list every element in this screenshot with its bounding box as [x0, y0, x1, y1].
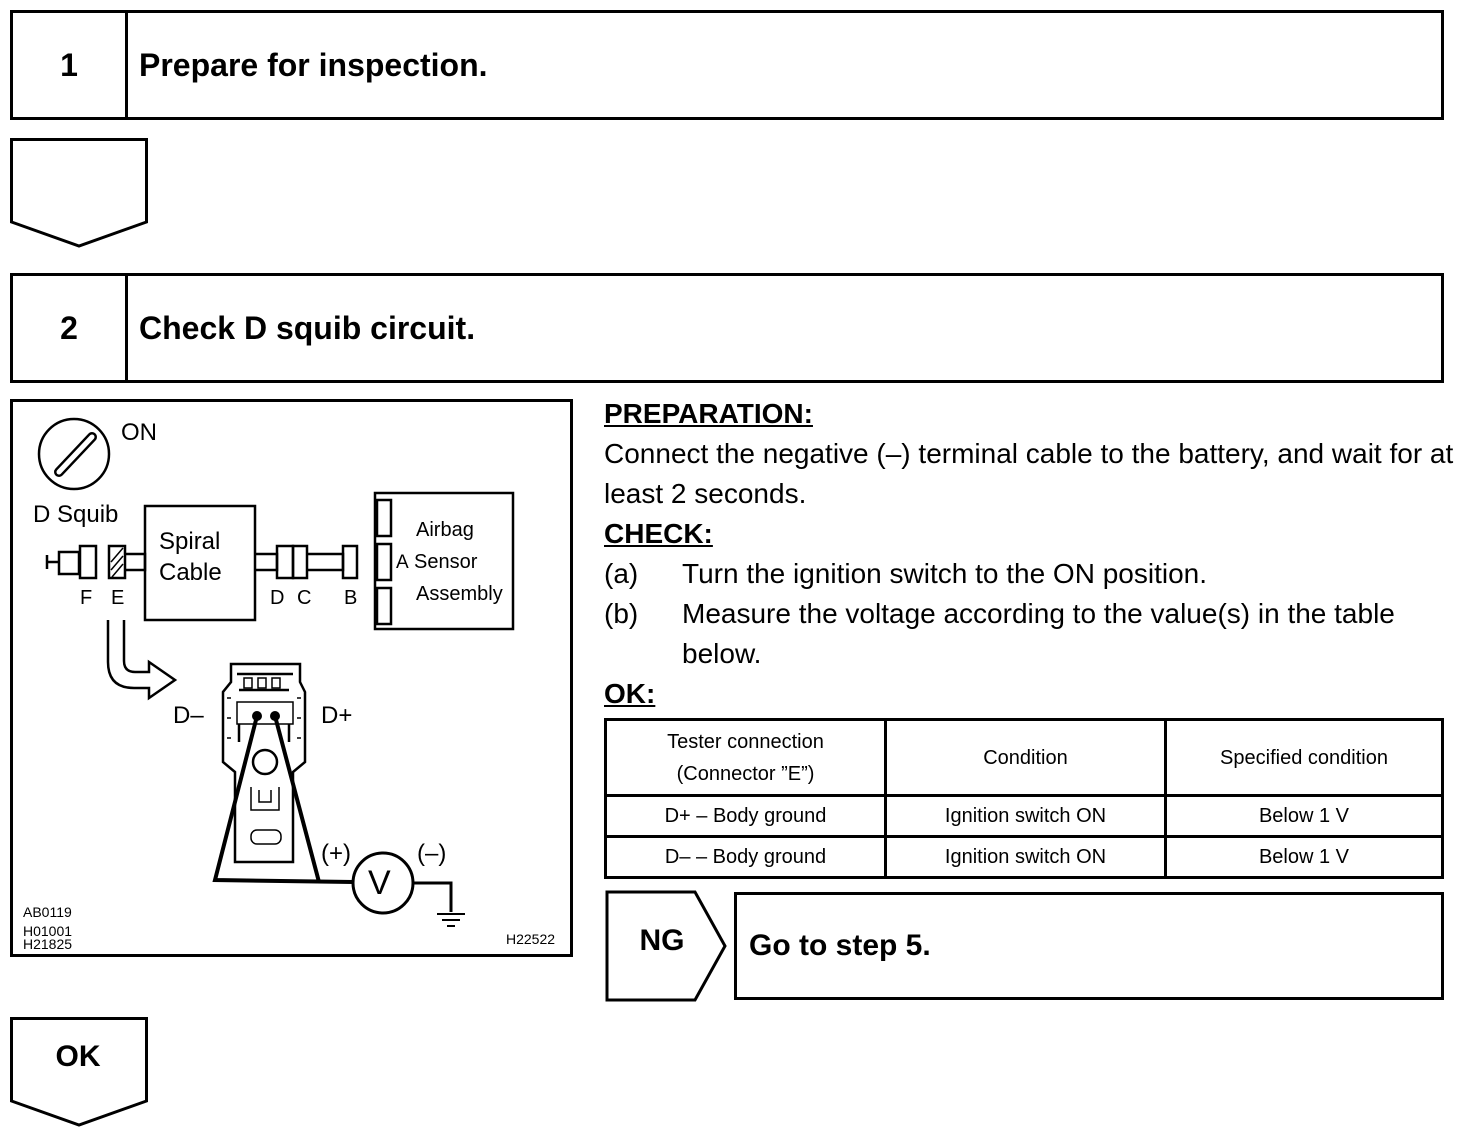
- table-row: D– – Body ground Ignition switch ON Belo…: [604, 835, 1444, 879]
- drawing-code-2: H01001: [23, 923, 73, 939]
- ok-label: OK: [55, 1040, 101, 1073]
- circuit-diagram-drawing: [37, 417, 515, 927]
- d-squib-label: D Squib: [33, 501, 119, 528]
- check-item-a-text: Turn the ignition switch to the ON posit…: [682, 558, 1207, 589]
- check-heading: CHECK:: [604, 518, 713, 549]
- step-2-number: 2: [13, 276, 128, 380]
- ng-action-box: Go to step 5.: [734, 892, 1444, 1000]
- table-cell: Below 1 V: [1164, 835, 1444, 879]
- ng-arrow: [605, 890, 727, 1002]
- table-cell: D– – Body ground: [604, 835, 887, 879]
- table-header-specified: Specified condition: [1164, 718, 1444, 797]
- connector-f-label: F: [80, 587, 93, 609]
- step-1-header: 1 Prepare for inspection.: [10, 10, 1444, 120]
- preparation-text: Connect the negative (–) terminal cable …: [604, 438, 1454, 509]
- table-cell: Ignition switch ON: [884, 835, 1167, 879]
- figure-id: H22522: [506, 931, 556, 947]
- switch-on-label: ON: [121, 419, 157, 446]
- ok-heading: OK:: [604, 678, 656, 709]
- airbag-label-3: Assembly: [416, 583, 503, 605]
- step-1-title: Prepare for inspection.: [139, 46, 488, 83]
- table-header-row: Tester connection (Connector ”E”) Condit…: [604, 718, 1444, 797]
- ng-action-text: Go to step 5.: [749, 929, 931, 962]
- step-2-title: Check D squib circuit.: [139, 309, 476, 346]
- connector-c-label: C: [297, 587, 312, 609]
- connector-a-label: A: [396, 552, 409, 573]
- connector-d-label: D: [270, 587, 285, 609]
- table-cell: D+ – Body ground: [604, 794, 887, 838]
- circuit-diagram: ON D Squib Spiral Cable F E D C B A Airb…: [10, 399, 573, 957]
- probe-plus-label: (+): [321, 840, 351, 867]
- drawing-code-3: H21825: [23, 936, 73, 952]
- airbag-label-1: Airbag: [416, 519, 474, 541]
- check-item-b-marker: (b): [604, 598, 639, 629]
- voltmeter-symbol: V: [368, 864, 391, 902]
- instructions: PREPARATION: Connect the negative (–) te…: [604, 394, 1454, 714]
- airbag-label-2: Sensor: [414, 551, 478, 573]
- check-item-a: (a) Turn the ignition switch to the ON p…: [604, 554, 1454, 594]
- ok-down-arrow: [10, 1017, 148, 1127]
- table-header-tester: Tester connection (Connector ”E”): [604, 718, 887, 797]
- step-2-header: 2 Check D squib circuit.: [10, 273, 1444, 383]
- table-cell: Below 1 V: [1164, 794, 1444, 838]
- step-1-number: 1: [13, 13, 128, 117]
- terminal-d-plus-label: D+: [321, 702, 353, 729]
- terminal-d-minus-label: D–: [173, 702, 204, 729]
- connector-b-label: B: [344, 587, 358, 609]
- check-item-b: (b) Measure the voltage according to the…: [604, 594, 1454, 674]
- table-row: D+ – Body ground Ignition switch ON Belo…: [604, 794, 1444, 838]
- probe-minus-label: (–): [417, 840, 447, 867]
- spiral-cable-label-1: Spiral: [159, 528, 221, 555]
- check-item-b-text: Measure the voltage according to the val…: [682, 598, 1395, 669]
- connector-e-label: E: [111, 587, 125, 609]
- table-cell: Ignition switch ON: [884, 794, 1167, 838]
- table-header-condition: Condition: [884, 718, 1167, 797]
- drawing-code-1: AB0119: [23, 904, 72, 920]
- preparation-heading: PREPARATION:: [604, 398, 813, 429]
- check-item-a-marker: (a): [604, 558, 639, 589]
- spec-table: Tester connection (Connector ”E”) Condit…: [604, 718, 1444, 879]
- spiral-cable-label-2: Cable: [159, 559, 222, 586]
- flow-down-arrow: [10, 138, 148, 248]
- ng-label: NG: [639, 924, 685, 957]
